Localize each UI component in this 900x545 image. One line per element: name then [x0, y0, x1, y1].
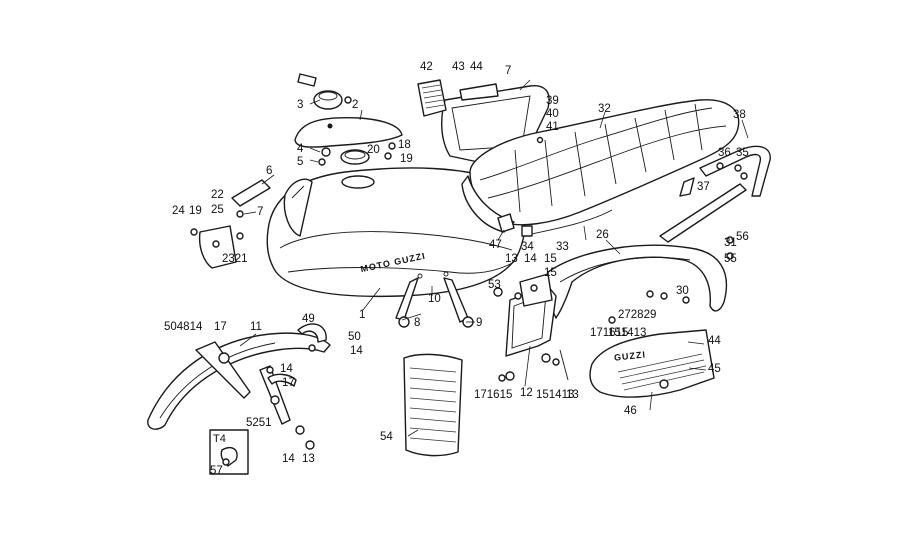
front-mudguard [147, 323, 331, 430]
label-15-upper: 15 [544, 267, 557, 279]
label-38: 38 [733, 109, 746, 121]
label-54: 54 [380, 431, 393, 443]
label-25: 25 [211, 204, 224, 216]
label-50: 50 [348, 331, 361, 343]
fuel-tank: MOTO GUZZI [266, 149, 526, 298]
tank-rubber-straps [395, 271, 474, 328]
label-1: 1 [359, 309, 365, 321]
leader-lines [239, 79, 749, 437]
label-13-rear: 13 [566, 389, 579, 401]
tank-small-hardware [318, 142, 396, 166]
label-37: 37 [697, 181, 710, 193]
label-32: 32 [598, 103, 611, 115]
battery-side-cover: GUZZI [589, 329, 715, 398]
label-49: 49 [302, 313, 315, 325]
label-2321: 2321 [222, 253, 248, 265]
label-46: 46 [624, 405, 637, 417]
label-31: 31 [724, 237, 737, 249]
label-3: 3 [297, 99, 303, 111]
seat-hinge-and-cable [497, 136, 613, 237]
label-22: 22 [211, 189, 224, 201]
label-272829: 272829 [618, 309, 656, 321]
label-17-guard: 17 [214, 321, 227, 333]
label-30: 30 [676, 285, 689, 297]
label-18: 18 [398, 139, 411, 151]
label-5251: 5251 [246, 417, 272, 429]
tank-cover-plate [294, 116, 403, 148]
label-14-bottom: 14 [282, 453, 295, 465]
label-10: 10 [428, 293, 441, 305]
label-35: 35 [736, 147, 749, 159]
label-13-front: 13 [302, 453, 315, 465]
side-cover-grille [417, 79, 447, 117]
label-2: 2 [352, 99, 358, 111]
label-44-top: 44 [470, 61, 483, 73]
label-12: 12 [520, 387, 533, 399]
label-5: 5 [297, 156, 303, 168]
label-55: 55 [724, 253, 737, 265]
label-151413: 151413 [536, 389, 574, 401]
label-47: 47 [489, 239, 502, 251]
label-43: 43 [452, 61, 465, 73]
label-7-cover: 7 [505, 65, 511, 77]
label-34: 34 [521, 241, 534, 253]
label-19-bracket: 19 [189, 205, 202, 217]
label-171615: 171615 [474, 389, 512, 401]
label-40: 40 [546, 108, 559, 120]
label-14-stay: 14 [280, 363, 293, 375]
label-17-rear: 151413 [608, 327, 646, 339]
label-11: 11 [250, 321, 262, 333]
tool-pouch [403, 353, 463, 457]
label-39: 39 [546, 95, 559, 107]
seat-grab-rail [659, 145, 771, 243]
label-6: 6 [266, 165, 272, 177]
label-26: 26 [596, 229, 609, 241]
label-45: 45 [708, 363, 721, 375]
label-33: 33 [556, 241, 569, 253]
label-41: 41 [546, 121, 559, 133]
label-4: 4 [297, 143, 304, 155]
label-20: 20 [367, 144, 380, 156]
label-17-stay: 17 [282, 377, 295, 389]
label-13-bracket: 13 [505, 253, 518, 265]
label-504814: 504814 [164, 321, 203, 333]
label-19-tank: 19 [400, 153, 413, 165]
cover-brand-text: GUZZI [614, 349, 647, 362]
label-9: 9 [476, 317, 482, 329]
label-42: 42 [420, 61, 433, 73]
fuel-cap [297, 73, 352, 110]
number-plate-bracket [493, 273, 557, 357]
t4-detail-box [209, 429, 249, 475]
label-8: 8 [414, 317, 420, 329]
label-53: 53 [488, 279, 501, 291]
label-7-tank: 7 [257, 206, 263, 218]
label-36: 36 [718, 147, 731, 159]
label-14-guard: 14 [350, 345, 363, 357]
label-56: 56 [736, 231, 749, 243]
rear-hardware [498, 349, 569, 382]
label-24: 24 [172, 205, 185, 217]
label-14-bracket: 14 [524, 253, 537, 265]
tank-mount-strap [190, 179, 271, 269]
label-57: 57 [210, 465, 223, 477]
rear-mudguard [547, 236, 734, 324]
label-14-rear: 171615 [590, 327, 628, 339]
front-mudguard-stay [195, 341, 316, 450]
label-t4: T4 [213, 433, 226, 445]
label-15-bracket: 15 [544, 253, 557, 265]
label-44-cover: 44 [708, 335, 721, 347]
part-number-labels: 1 2 3 4 5 6 7 7 8 9 10 11 12 13 13 13 14… [164, 61, 749, 477]
